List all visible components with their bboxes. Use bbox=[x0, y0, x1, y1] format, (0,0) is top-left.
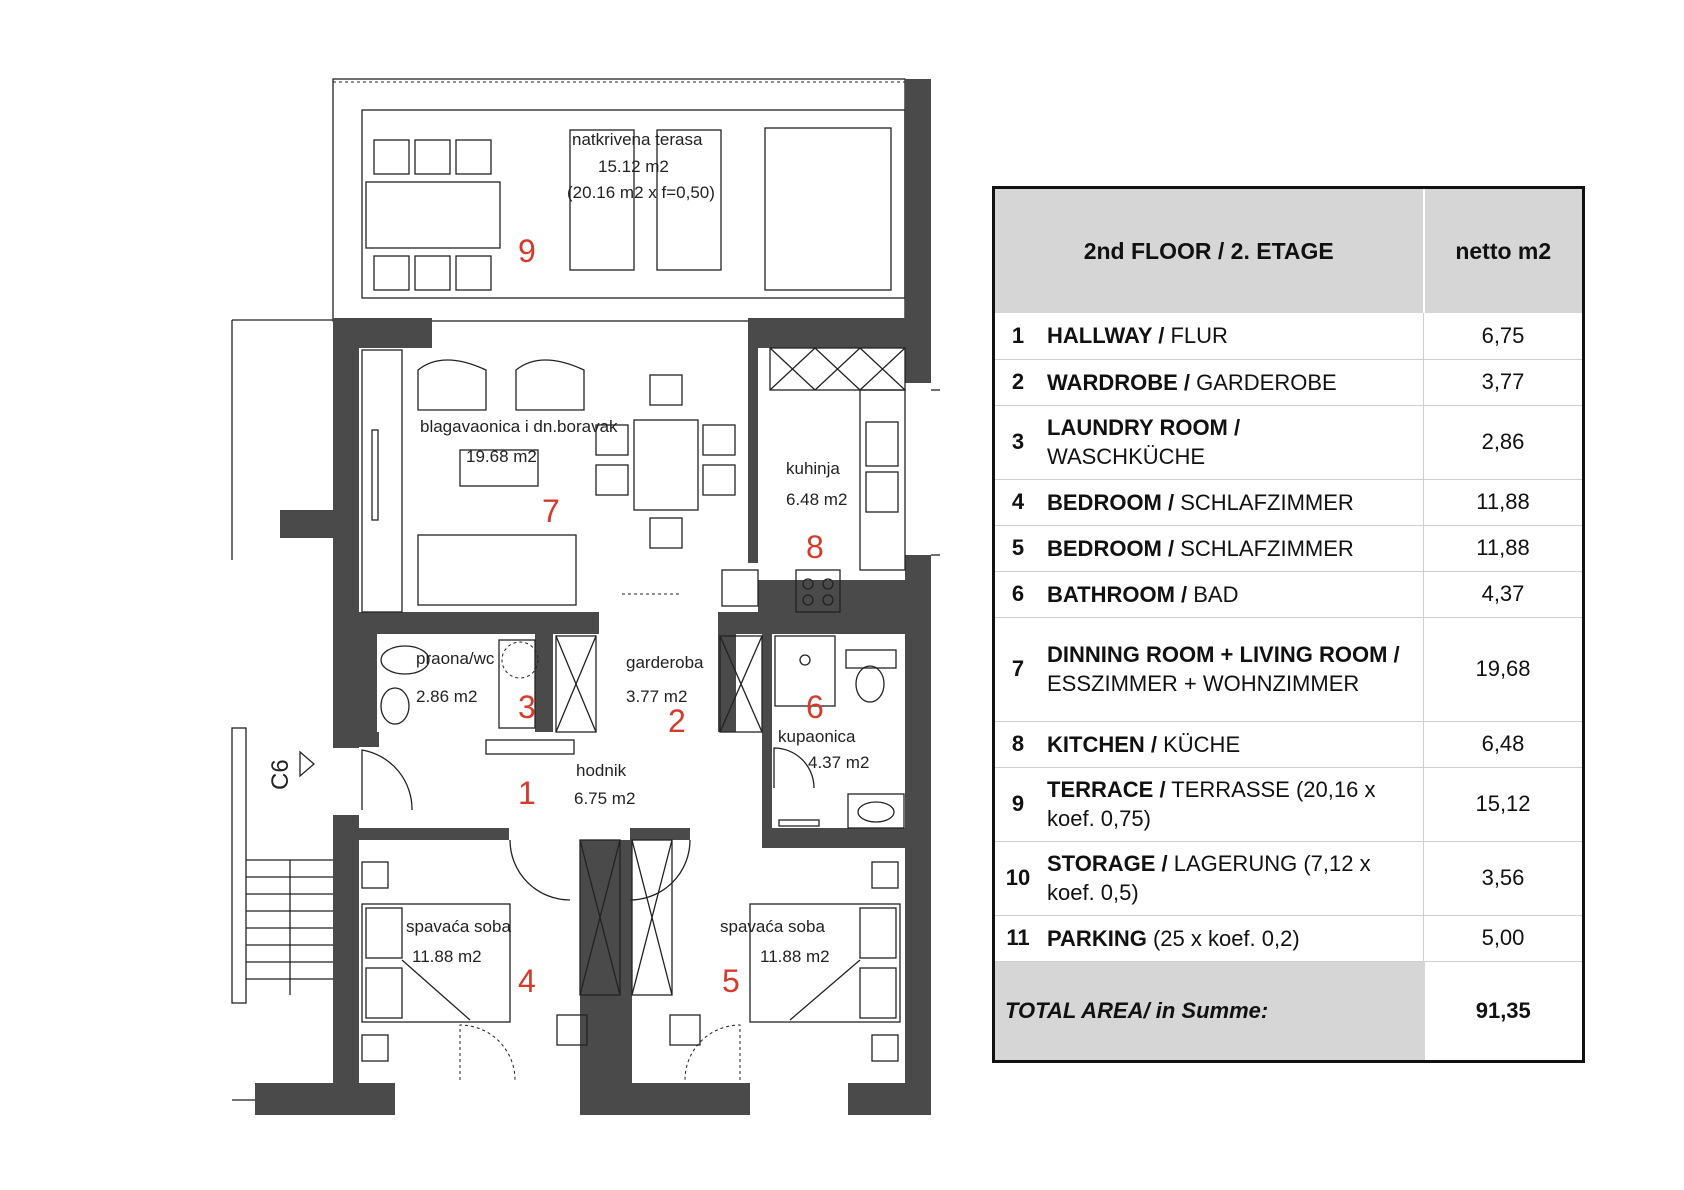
room-label: natkrivena terasa bbox=[572, 130, 703, 149]
table-row: 8 KITCHEN / KÜCHE 6,48 bbox=[995, 721, 1582, 768]
row-name: BEDROOM / SCHLAFZIMMER bbox=[1041, 525, 1424, 572]
row-value: 6,48 bbox=[1423, 721, 1582, 768]
table-row: 2 WARDROBE / GARDEROBE 3,77 bbox=[995, 359, 1582, 406]
row-number: 8 bbox=[995, 721, 1041, 768]
room-area: 11.88 m2 bbox=[412, 947, 482, 966]
table-row: 11 PARKING (25 x koef. 0,2) 5,00 bbox=[995, 915, 1582, 962]
room-area: 2.86 m2 bbox=[416, 687, 477, 706]
room-label: spavaća soba bbox=[720, 917, 825, 936]
room-number: 2 bbox=[668, 703, 686, 739]
room-number: 9 bbox=[518, 233, 536, 269]
stairs: C6 bbox=[231, 319, 333, 1101]
walls bbox=[255, 79, 931, 1115]
row-name: BATHROOM / BAD bbox=[1041, 571, 1424, 618]
total-label: TOTAL AREA/ in Summe: bbox=[995, 961, 1424, 1060]
row-name: DINNING ROOM + LIVING ROOM / ESSZIMMER +… bbox=[1041, 617, 1424, 722]
wet-rooms bbox=[380, 635, 905, 829]
row-number: 11 bbox=[995, 915, 1041, 962]
table-row: 3 LAUNDRY ROOM / WASCHKÜCHE 2,86 bbox=[995, 405, 1582, 480]
table-row: 6 BATHROOM / BAD 4,37 bbox=[995, 571, 1582, 618]
row-value: 15,12 bbox=[1423, 767, 1582, 842]
row-number: 1 bbox=[995, 313, 1041, 360]
room-label: garderoba bbox=[626, 653, 704, 672]
stair-label: C6 bbox=[267, 759, 294, 790]
row-name: KITCHEN / KÜCHE bbox=[1041, 721, 1424, 768]
table-row: 4 BEDROOM / SCHLAFZIMMER 11,88 bbox=[995, 479, 1582, 526]
row-value: 5,00 bbox=[1423, 915, 1582, 962]
room-label: kupaonica bbox=[778, 727, 856, 746]
row-name: WARDROBE / GARDEROBE bbox=[1041, 359, 1424, 406]
row-value: 6,75 bbox=[1423, 313, 1582, 360]
row-number: 5 bbox=[995, 525, 1041, 572]
row-value: 11,88 bbox=[1423, 525, 1582, 572]
table-row: 10 STORAGE / LAGERUNG (7,12 x koef. 0,5)… bbox=[995, 841, 1582, 916]
row-number: 7 bbox=[995, 617, 1041, 722]
floor-plan: C6 natkrivena terasa 15.12 m2 (20.16 m2 … bbox=[231, 78, 940, 1115]
table-title: 2nd FLOOR / 2. ETAGE bbox=[995, 189, 1424, 313]
table-header: 2nd FLOOR / 2. ETAGE netto m2 bbox=[995, 189, 1582, 313]
area-table: 2nd FLOOR / 2. ETAGE netto m2 1 HALLWAY … bbox=[992, 186, 1585, 1063]
room-number: 8 bbox=[806, 529, 824, 565]
table-row: 7 DINNING ROOM + LIVING ROOM / ESSZIMMER… bbox=[995, 617, 1582, 722]
room-area: 6.48 m2 bbox=[786, 490, 847, 509]
room-area: 11.88 m2 bbox=[760, 947, 830, 966]
row-value: 4,37 bbox=[1423, 571, 1582, 618]
row-name: LAUNDRY ROOM / WASCHKÜCHE bbox=[1041, 405, 1424, 480]
row-value: 19,68 bbox=[1423, 617, 1582, 722]
doors bbox=[361, 747, 820, 901]
table-row: 1 HALLWAY / FLUR 6,75 bbox=[995, 313, 1582, 360]
room-note: (20.16 m2 x f=0,50) bbox=[567, 183, 715, 202]
room-area: 3.77 m2 bbox=[626, 687, 687, 706]
room-number: 6 bbox=[806, 689, 824, 725]
room-number: 7 bbox=[542, 493, 560, 529]
row-number: 4 bbox=[995, 479, 1041, 526]
table-total-row: TOTAL AREA/ in Summe: 91,35 bbox=[995, 961, 1582, 1060]
room-number: 5 bbox=[722, 963, 740, 999]
row-name: BEDROOM / SCHLAFZIMMER bbox=[1041, 479, 1424, 526]
row-number: 2 bbox=[995, 359, 1041, 406]
living-furniture bbox=[361, 349, 759, 613]
room-label: hodnik bbox=[576, 761, 627, 780]
room-number: 1 bbox=[518, 775, 536, 811]
room-area: 4.37 m2 bbox=[808, 753, 869, 772]
row-value: 11,88 bbox=[1423, 479, 1582, 526]
row-value: 2,86 bbox=[1423, 405, 1582, 480]
row-number: 9 bbox=[995, 767, 1041, 842]
terrace-furniture bbox=[365, 127, 892, 291]
row-value: 3,56 bbox=[1423, 841, 1582, 916]
row-name: PARKING (25 x koef. 0,2) bbox=[1041, 915, 1424, 962]
room-number: 3 bbox=[518, 689, 536, 725]
room-number: 4 bbox=[518, 963, 536, 999]
kitchen-fixtures bbox=[769, 347, 940, 613]
table-unit: netto m2 bbox=[1422, 189, 1582, 313]
table-row: 9 TERRACE / TERRASSE (20,16 x koef. 0,75… bbox=[995, 767, 1582, 842]
row-number: 6 bbox=[995, 571, 1041, 618]
row-name: HALLWAY / FLUR bbox=[1041, 313, 1424, 360]
room-area: 15.12 m2 bbox=[598, 157, 669, 176]
bedroom-furniture bbox=[361, 839, 901, 1081]
room-labels: natkrivena terasa 15.12 m2 (20.16 m2 x f… bbox=[406, 130, 869, 999]
row-name: STORAGE / LAGERUNG (7,12 x koef. 0,5) bbox=[1041, 841, 1424, 916]
room-area: 6.75 m2 bbox=[574, 789, 635, 808]
total-value: 91,35 bbox=[1422, 961, 1582, 1060]
room-label: kuhinja bbox=[786, 459, 840, 478]
room-label: praona/wc bbox=[416, 649, 495, 668]
room-area: 19.68 m2 bbox=[466, 447, 537, 466]
room-label: blagavaonica i dn.boravak bbox=[420, 417, 618, 436]
room-label: spavaća soba bbox=[406, 917, 511, 936]
row-name: TERRACE / TERRASSE (20,16 x koef. 0,75) bbox=[1041, 767, 1424, 842]
row-number: 10 bbox=[995, 841, 1041, 916]
row-value: 3,77 bbox=[1423, 359, 1582, 406]
table-row: 5 BEDROOM / SCHLAFZIMMER 11,88 bbox=[995, 525, 1582, 572]
row-number: 3 bbox=[995, 405, 1041, 480]
